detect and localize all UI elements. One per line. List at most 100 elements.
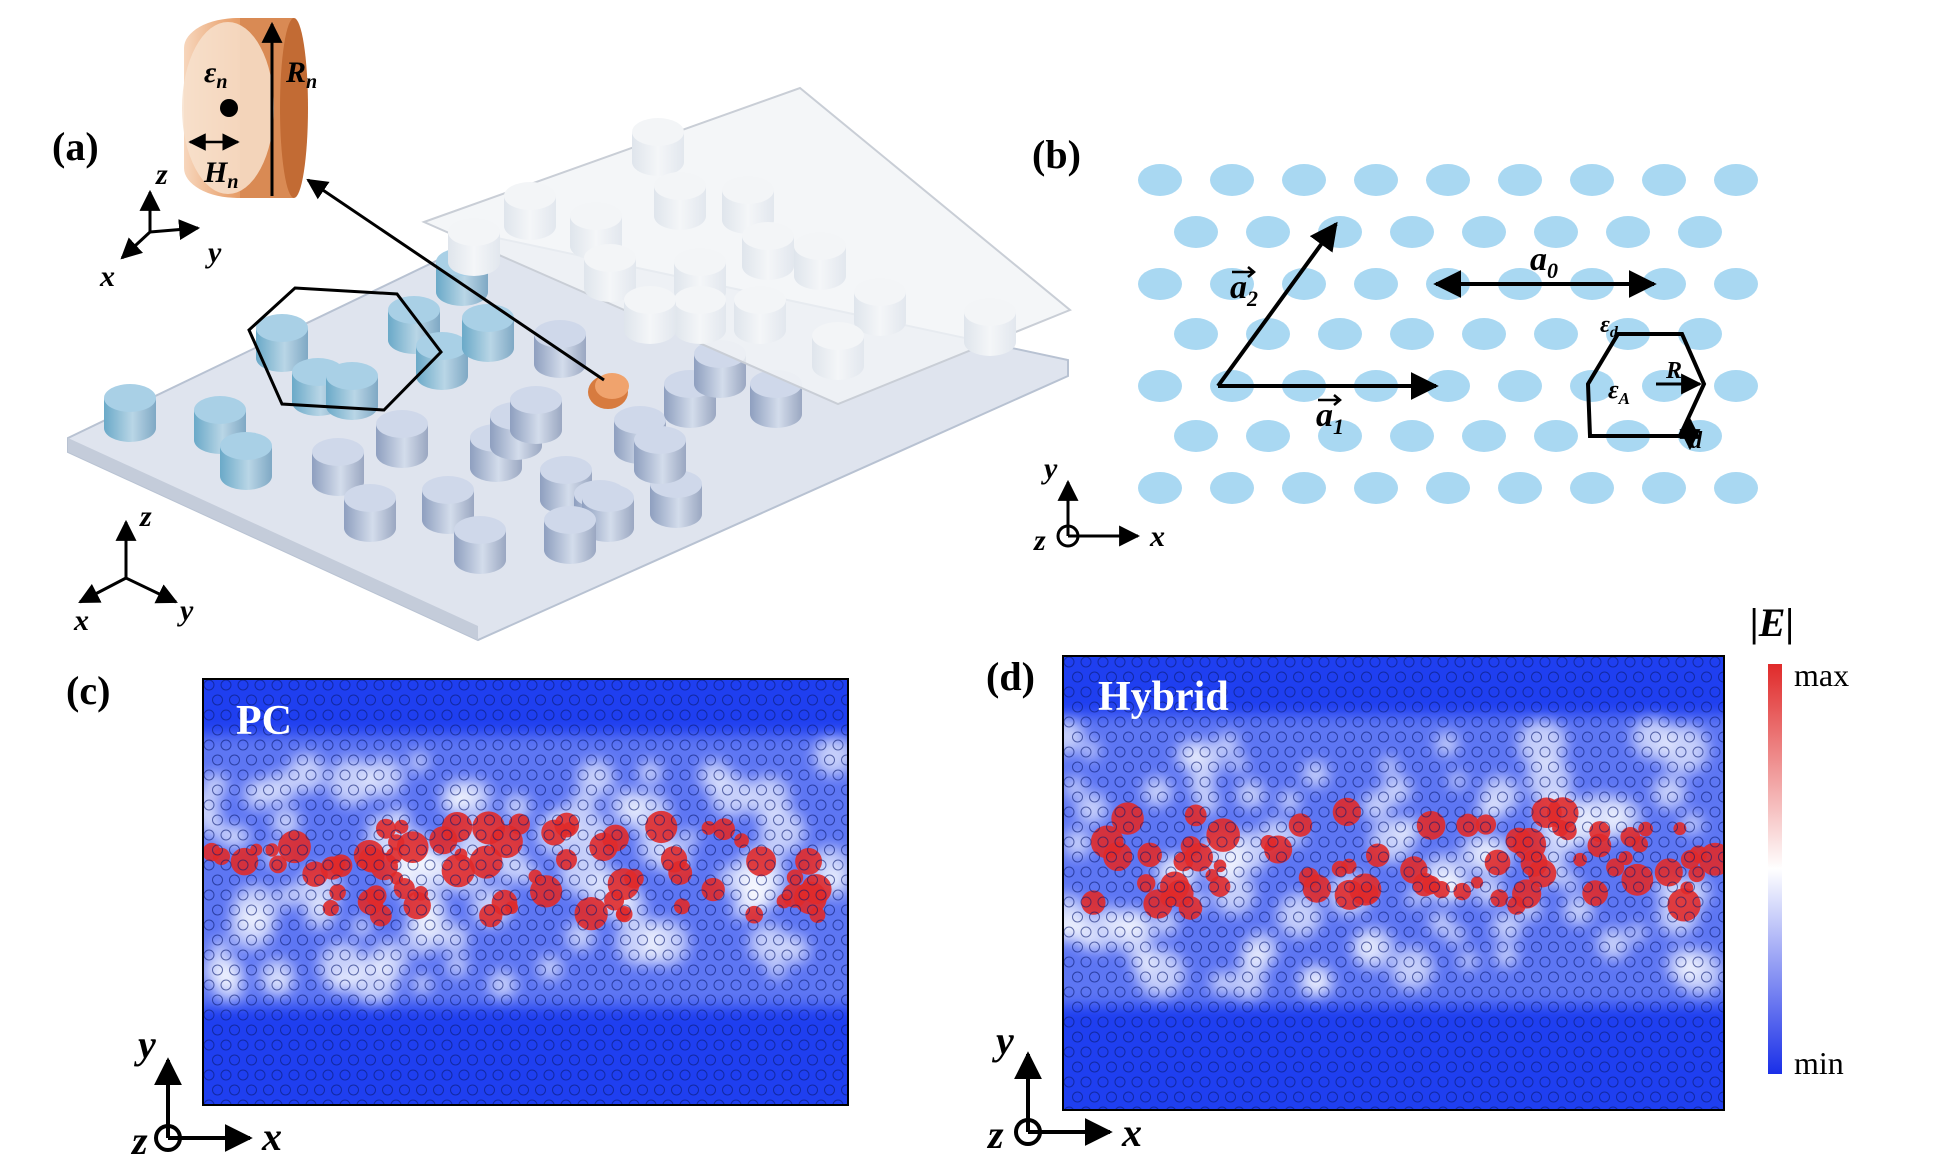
field-hotspot <box>1582 880 1609 906</box>
field-hotspot <box>1680 881 1694 895</box>
field-hotspot <box>645 810 678 844</box>
vector-a1-label: a1 <box>1316 397 1344 439</box>
field-hotspot <box>1341 858 1357 874</box>
field-hotspot <box>1638 821 1653 837</box>
lattice-dot <box>1642 370 1686 402</box>
field-hotspot <box>265 843 279 857</box>
pillar <box>634 426 686 484</box>
field-hotspot <box>1213 859 1227 873</box>
field-map-hybrid-frame <box>1062 655 1725 1111</box>
field-hotspot <box>1081 890 1106 915</box>
field-hotspot <box>1332 797 1362 827</box>
pillar <box>674 286 726 344</box>
unit-cell-hexagon-b <box>1585 332 1707 438</box>
axis-d-x: x <box>1121 1110 1142 1155</box>
axis-d-z: z <box>986 1112 1004 1157</box>
axis-c-x: x <box>261 1114 282 1159</box>
field-hotspot <box>1618 851 1633 866</box>
field-hotspot <box>385 847 403 864</box>
lattice-dot <box>1714 164 1758 196</box>
field-hotspot <box>541 819 568 846</box>
field-hotspot <box>489 825 523 859</box>
lattice-dot <box>1138 370 1182 402</box>
lattice-dot <box>1138 268 1182 300</box>
pillar <box>854 278 906 336</box>
field-hotspot <box>1546 797 1579 829</box>
lattice-dot <box>1498 370 1542 402</box>
lattice-dot <box>1282 268 1326 300</box>
pillar <box>256 314 308 372</box>
colorbar-max-label: max <box>1794 657 1849 693</box>
axis-a-top-z: z <box>155 158 168 191</box>
vector-a2-arrow <box>1216 221 1338 388</box>
epsilon-a-label: εA <box>1608 375 1630 408</box>
field-hotspot <box>1456 813 1480 837</box>
lattice-dot <box>1498 472 1542 504</box>
field-hotspot <box>429 826 458 855</box>
field-hotspot <box>454 848 468 862</box>
field-hotspot <box>212 847 231 865</box>
lattice-dot <box>1174 420 1218 452</box>
height-n-symbol: Hn <box>203 156 238 193</box>
axis-a-bottom-x: x <box>73 604 89 637</box>
panel-b-label: (b) <box>1032 132 1081 177</box>
lattice-dot <box>1462 318 1506 350</box>
epsilon-d-label: εd <box>1600 312 1619 341</box>
field-hotspot <box>746 846 777 877</box>
field-hotspot <box>1528 859 1557 888</box>
pillar <box>504 182 556 240</box>
field-hotspot <box>701 821 716 835</box>
pillar <box>654 172 706 230</box>
distance-label: d <box>1690 428 1703 454</box>
field-hotspot <box>302 861 328 887</box>
field-hotspot <box>1365 843 1390 867</box>
panel-d: (d) Hybrid y z x |E| max min <box>986 600 1849 1157</box>
axis-c-z: z <box>130 1118 148 1163</box>
lattice-dot <box>1678 216 1722 248</box>
colorbar-gradient <box>1768 664 1782 1074</box>
lattice-dot <box>1390 420 1434 452</box>
field-hotspot <box>1490 889 1509 908</box>
pillar <box>544 506 596 564</box>
field-hotspot <box>469 845 503 879</box>
lattice-dot <box>1210 164 1254 196</box>
pillar <box>416 332 468 390</box>
field-hotspot <box>1673 822 1687 836</box>
vector-a2-label: a2 <box>1230 269 1258 311</box>
lattice-dot <box>1354 268 1398 300</box>
lattice-dot <box>1174 216 1218 248</box>
pillar <box>812 322 864 380</box>
lattice-dot <box>1534 420 1578 452</box>
colorbar: |E| max min <box>1750 600 1849 1081</box>
lattice-dot <box>1498 164 1542 196</box>
lattice-dot <box>1282 164 1326 196</box>
field-hotspot <box>1552 819 1569 837</box>
pillar <box>632 118 684 176</box>
field-map-hybrid <box>1063 656 1724 1110</box>
field-hotspot <box>713 818 735 841</box>
field-hotspot <box>1512 879 1542 909</box>
field-hotspot <box>332 857 346 871</box>
axis-a-top-x: x <box>99 260 115 293</box>
pillar <box>376 410 428 468</box>
lattice-dot <box>1138 472 1182 504</box>
map-title-pc: PC <box>236 698 292 744</box>
lattice-dot <box>1534 216 1578 248</box>
axis-b-x: x <box>1149 520 1165 553</box>
field-hotspot <box>1573 852 1587 867</box>
pillar <box>220 432 272 490</box>
field-hotspot <box>1453 882 1471 901</box>
epsilon-n-symbol: εn <box>204 56 227 93</box>
axis-a-top-y: y <box>205 236 222 269</box>
axis-a-bottom-y: y <box>177 594 194 627</box>
field-hotspot <box>1206 818 1240 852</box>
lattice-dot <box>1642 164 1686 196</box>
lattice-dot <box>1246 216 1290 248</box>
field-hotspot <box>776 893 792 909</box>
pillar <box>734 286 786 344</box>
axis-a-bottom-z: z <box>139 500 152 533</box>
lattice-dot <box>1678 318 1722 350</box>
lattice-dot <box>1570 164 1614 196</box>
pillar <box>344 484 396 542</box>
lattice-dot <box>1570 472 1614 504</box>
